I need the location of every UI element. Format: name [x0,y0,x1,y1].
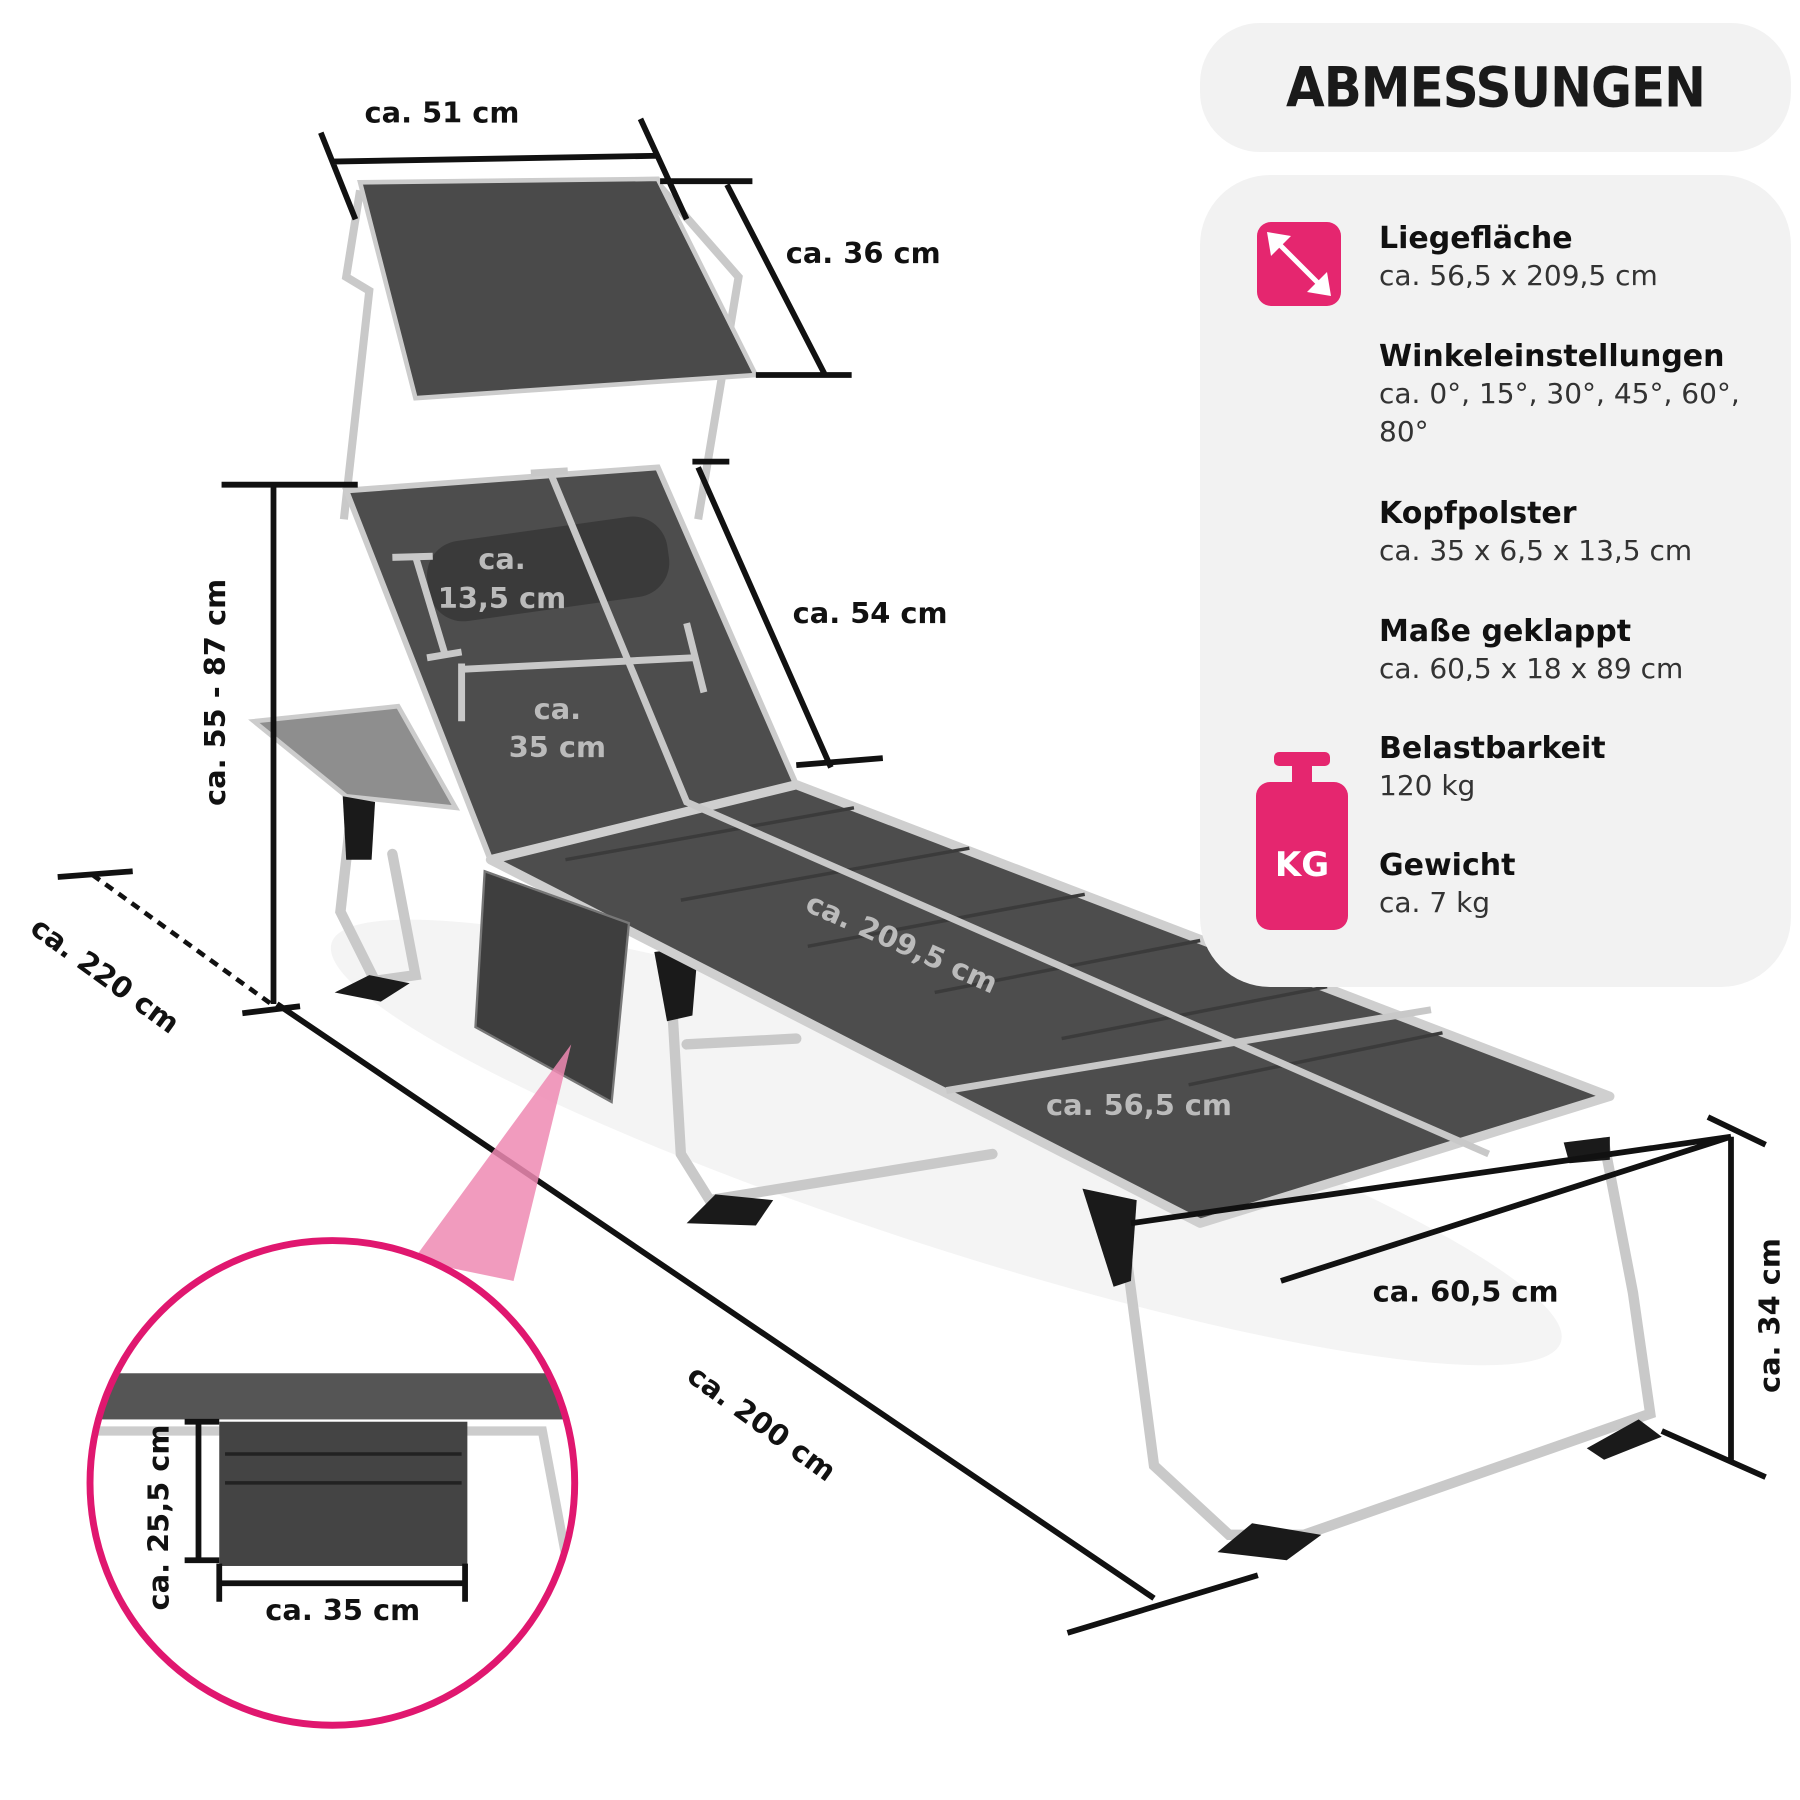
total-length-label: ca. 220 cm [24,910,186,1040]
spec-value: ca. 35 x 6,5 x 13,5 cm [1379,534,1693,567]
spec-label: Gewicht [1379,848,1516,883]
shade-depth-label: ca. 36 cm [786,236,941,270]
pocket-detail-circle [86,1237,579,1729]
spec-label: Kopfpolster [1379,496,1577,531]
spec-value: ca. 0°, 15°, 30°, 45°, 60°, 80° [1379,377,1740,448]
pillow-width-label-1: ca. [534,692,582,726]
backrest-height-label: ca. 55 - 87 cm [198,579,232,806]
spec-label: Maße geklappt [1379,614,1632,649]
side-table [248,703,461,811]
pocket-width-label: ca. 35 cm [265,1593,420,1627]
frame-feet [334,796,1662,1561]
head-pillow [427,516,670,622]
header-pill: ABMESSUNGEN [1200,23,1791,152]
surface-width-label: ca. 56,5 cm [1046,1088,1232,1122]
page-title: ABMESSUNGEN [1286,55,1706,120]
spec-value: ca. 60,5 x 18 x 89 cm [1379,652,1684,685]
spec-value: ca. 56,5 x 209,5 cm [1379,259,1658,292]
spec-item: Liegefläche ca. 56,5 x 209,5 cm [1379,221,1779,295]
spec-label: Winkeleinstellungen [1379,339,1725,374]
total-length-dashed-line [90,872,273,1006]
frame-length-label: ca. 200 cm [681,1358,843,1488]
backrest-length-label: ca. 54 cm [793,596,948,630]
spec-item: Gewicht ca. 7 kg [1379,848,1779,922]
sunshade [357,176,760,401]
lying-surface [485,780,1615,1228]
pillow-height-label-1: ca. [478,542,526,576]
spec-value: ca. 7 kg [1379,886,1491,919]
total-width-label: ca. 60,5 cm [1373,1275,1559,1309]
spec-item: Belastbarkeit 120 kg [1379,731,1779,805]
weight-kg-icon: KG [1256,752,1348,930]
floor-shadow [330,919,1562,1366]
diagonal-arrows-icon [1257,222,1341,306]
spec-item: Winkeleinstellungen ca. 0°, 15°, 30°, 45… [1379,339,1779,451]
side-pocket [474,869,631,1104]
padding-seams [565,806,1443,1087]
spec-label: Liegefläche [1379,221,1573,256]
weight-icon-text: KG [1275,845,1329,885]
shade-width-label: ca. 51 cm [365,95,520,129]
seat-height-label: ca. 34 cm [1752,1238,1786,1393]
spec-value: 120 kg [1379,769,1476,802]
spec-item: Maße geklappt ca. 60,5 x 18 x 89 cm [1379,614,1779,688]
spec-label: Belastbarkeit [1379,731,1606,766]
surface-measure-lines [392,467,1491,1158]
dimension-lines [57,117,1767,1636]
pocket-height-label: ca. 25,5 cm [141,1425,175,1611]
pocket-detail [90,1240,575,1726]
zoom-cone [413,1044,572,1281]
spec-item: Kopfpolster ca. 35 x 6,5 x 13,5 cm [1379,496,1779,570]
pillow-height-label-2: 13,5 cm [438,581,566,615]
specs-panel: Liegefläche ca. 56,5 x 209,5 cm Winkelei… [1200,175,1791,987]
pillow-width-label-2: 35 cm [509,730,606,764]
